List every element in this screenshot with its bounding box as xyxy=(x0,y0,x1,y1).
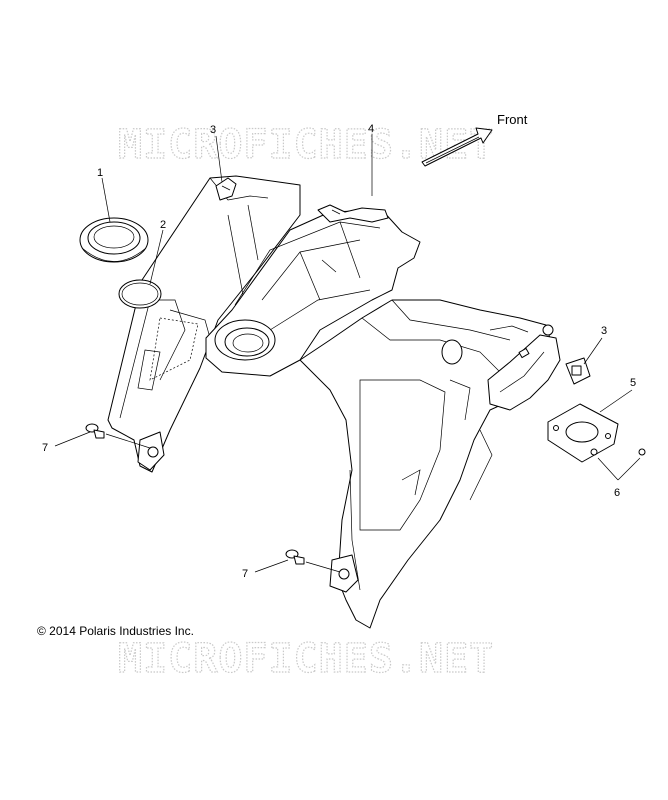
front-label: Front xyxy=(497,112,528,127)
leader-lines xyxy=(54,134,641,573)
watermark-top: MICROFICHES.NET xyxy=(118,122,494,168)
callout-6: 6 xyxy=(614,487,620,499)
callout-5: 5 xyxy=(630,377,636,389)
callout-7-bottom: 7 xyxy=(242,568,248,580)
callout-4: 4 xyxy=(368,123,374,135)
part-1-seal-ring xyxy=(79,217,149,263)
right-mount-bracket xyxy=(487,324,561,411)
callout-7-left: 7 xyxy=(42,442,48,454)
part-3-clip-right xyxy=(565,357,591,385)
watermark-bottom: MICROFICHES.NET xyxy=(118,636,494,682)
callout-1: 1 xyxy=(97,167,103,179)
part-6-screws xyxy=(590,448,646,456)
front-arrow-icon xyxy=(421,127,493,167)
bottom-mount-tab xyxy=(329,554,359,593)
callout-2: 2 xyxy=(160,219,166,231)
part-2-o-ring xyxy=(118,279,162,309)
left-mount-tab xyxy=(137,431,165,471)
center-opening xyxy=(214,319,276,361)
top-bracket xyxy=(317,204,389,223)
part-3-clip-left xyxy=(215,177,237,201)
copyright-notice: © 2014 Polaris Industries Inc. xyxy=(37,624,194,638)
part-7-rivet-bottom xyxy=(285,549,305,565)
callout-3-right: 3 xyxy=(601,325,607,337)
part-5-plate xyxy=(547,403,619,463)
part-7-rivet-left xyxy=(85,423,105,439)
callout-3-left: 3 xyxy=(210,124,216,136)
